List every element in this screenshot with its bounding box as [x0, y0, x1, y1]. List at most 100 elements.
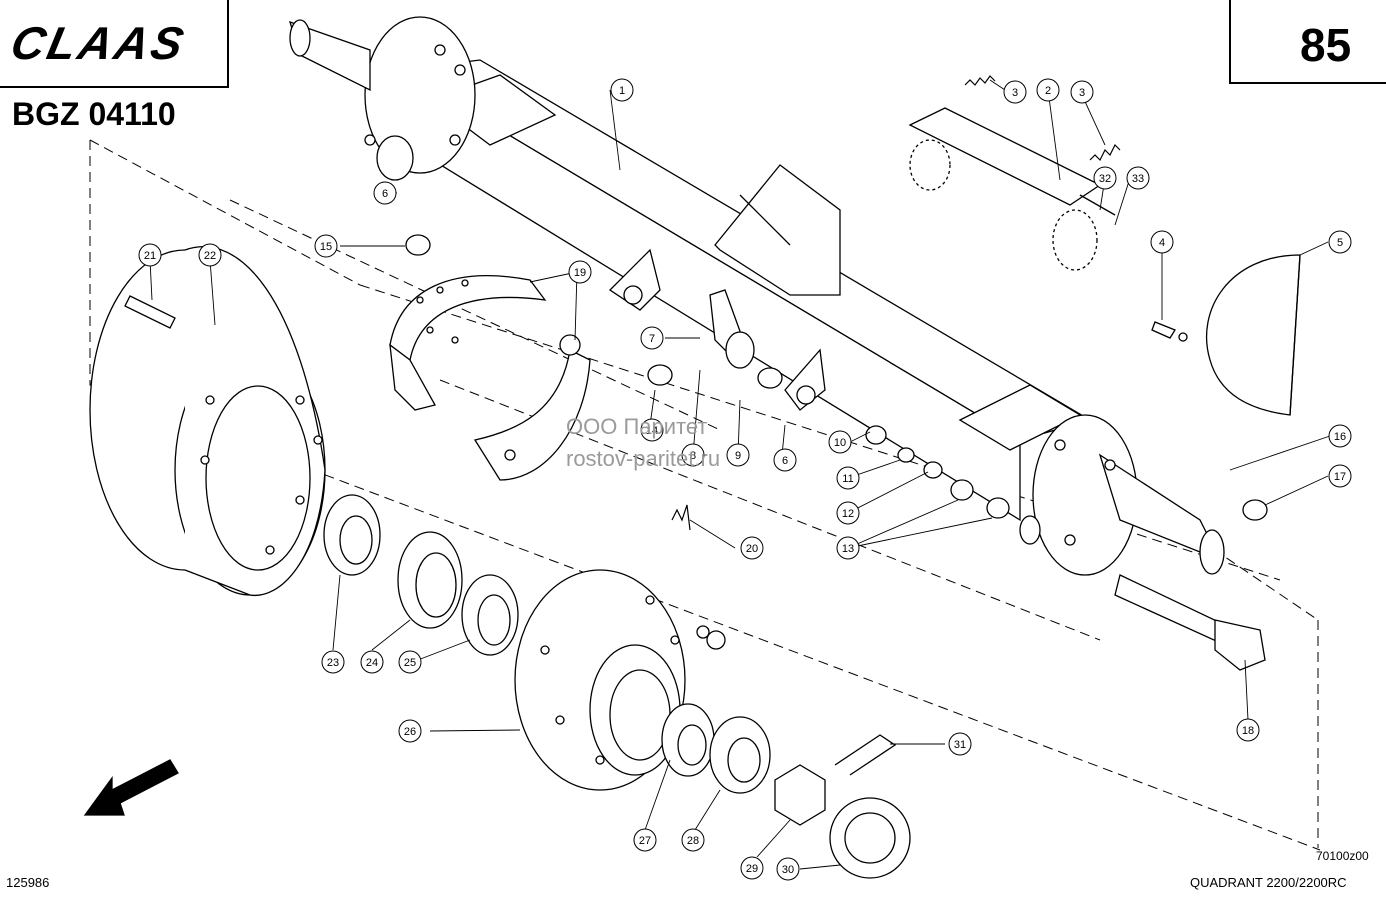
callout-number: 17 [1334, 471, 1346, 483]
callout-circle [568, 260, 592, 284]
callout-17: 17 [1328, 464, 1352, 488]
callout-number: 28 [687, 835, 699, 847]
callout-circle [373, 181, 397, 205]
callout-number: 7 [649, 333, 655, 345]
callout-number: 26 [404, 726, 416, 738]
callout-14: 14 [640, 418, 664, 442]
right-spindle [1019, 414, 1225, 576]
callout-number: 18 [1242, 725, 1254, 737]
callout-circle [398, 719, 422, 743]
callout-circle [321, 650, 345, 674]
callout-number: 6 [782, 455, 788, 467]
callout-32: 32 [1093, 166, 1117, 190]
callout-number: 19 [574, 267, 586, 279]
callout-number: 11 [842, 473, 853, 485]
watermark-line-2: rostov-paritet.ru [566, 446, 721, 471]
callout-number: 15 [320, 241, 332, 253]
callout-9: 9 [726, 443, 750, 467]
callout-number: 29 [746, 863, 758, 875]
callout-number: 30 [782, 864, 794, 876]
callout-number: 20 [746, 543, 758, 555]
callout-circle [740, 856, 764, 880]
callout-circle [360, 650, 384, 674]
callout-20: 20 [740, 536, 764, 560]
springs [671, 75, 1121, 531]
callout-number: 25 [404, 657, 416, 669]
callout-circle [640, 326, 664, 350]
callout-26: 26 [398, 719, 422, 743]
callout-23: 23 [321, 650, 345, 674]
callout-circle [836, 501, 860, 525]
callout-circle [828, 430, 852, 454]
callout-circle [314, 234, 338, 258]
callout-3: 3 [1003, 80, 1027, 104]
callout-18: 18 [1236, 718, 1260, 742]
callout-circle [1093, 166, 1117, 190]
brake-drum [89, 246, 326, 597]
brake-camshaft [1114, 574, 1266, 671]
callout-circle [836, 536, 860, 560]
callout-circle [198, 243, 222, 267]
left-spindle [289, 16, 476, 181]
callout-3: 3 [1070, 80, 1094, 104]
callout-number: 10 [834, 437, 846, 449]
outer-bearing-stack [661, 625, 911, 879]
callout-6: 6 [773, 448, 797, 472]
callout-33: 33 [1126, 166, 1150, 190]
callout-circle [1036, 78, 1060, 102]
callout-circle [681, 828, 705, 852]
callout-2: 2 [1036, 78, 1060, 102]
callout-22: 22 [198, 243, 222, 267]
page-number: 85 [1300, 19, 1352, 71]
callout-6: 6 [373, 181, 397, 205]
callout-number: 9 [735, 450, 741, 462]
callout-number: 21 [144, 250, 156, 262]
brake-plate-upper [908, 107, 1116, 271]
callout-31: 31 [948, 732, 972, 756]
callout-circle [1328, 464, 1352, 488]
callout-25: 25 [398, 650, 422, 674]
part-number: 125986 [6, 875, 50, 890]
callout-circle [398, 650, 422, 674]
callout-number: 23 [327, 657, 339, 669]
callout-circle [640, 418, 664, 442]
dust-shield [1205, 254, 1301, 416]
callout-circle [948, 732, 972, 756]
callout-27: 27 [633, 828, 657, 852]
callout-circle [1328, 424, 1352, 448]
leader-lines [149, 79, 1331, 870]
callout-circle [1150, 230, 1174, 254]
callout-16: 16 [1328, 424, 1352, 448]
drawing-id: 70100z00 [1316, 849, 1369, 863]
callout-circle [610, 78, 634, 102]
callout-number: 3 [1012, 87, 1018, 99]
callout-circle [633, 828, 657, 852]
seal-and-bearing-left [323, 494, 519, 656]
callout-circle [1003, 80, 1027, 104]
callout-1: 1 [610, 78, 634, 102]
wheel-hub [514, 569, 686, 791]
callout-circle [776, 857, 800, 881]
callout-number: 27 [639, 835, 651, 847]
callout-number: 6 [382, 188, 388, 200]
callout-7: 7 [640, 326, 664, 350]
callout-number: 3 [1079, 87, 1085, 99]
callout-29: 29 [740, 856, 764, 880]
callout-circle [138, 243, 162, 267]
callout-28: 28 [681, 828, 705, 852]
watermark-line-1: ООО Паритет [566, 414, 708, 439]
callout-number: 4 [1159, 237, 1165, 249]
callout-5: 5 [1328, 230, 1352, 254]
callout-number: 31 [954, 739, 966, 751]
callout-number: 24 [366, 657, 378, 669]
brake-shoe-upper [389, 275, 547, 411]
callout-circle [836, 466, 860, 490]
callout-circle [1328, 230, 1352, 254]
small-bushings [405, 234, 1268, 521]
callout-circle [726, 443, 750, 467]
callout-circle [1126, 166, 1150, 190]
document-code: BGZ 04110 [12, 96, 176, 132]
callout-number: 16 [1334, 431, 1346, 443]
callout-number: 13 [842, 543, 854, 555]
